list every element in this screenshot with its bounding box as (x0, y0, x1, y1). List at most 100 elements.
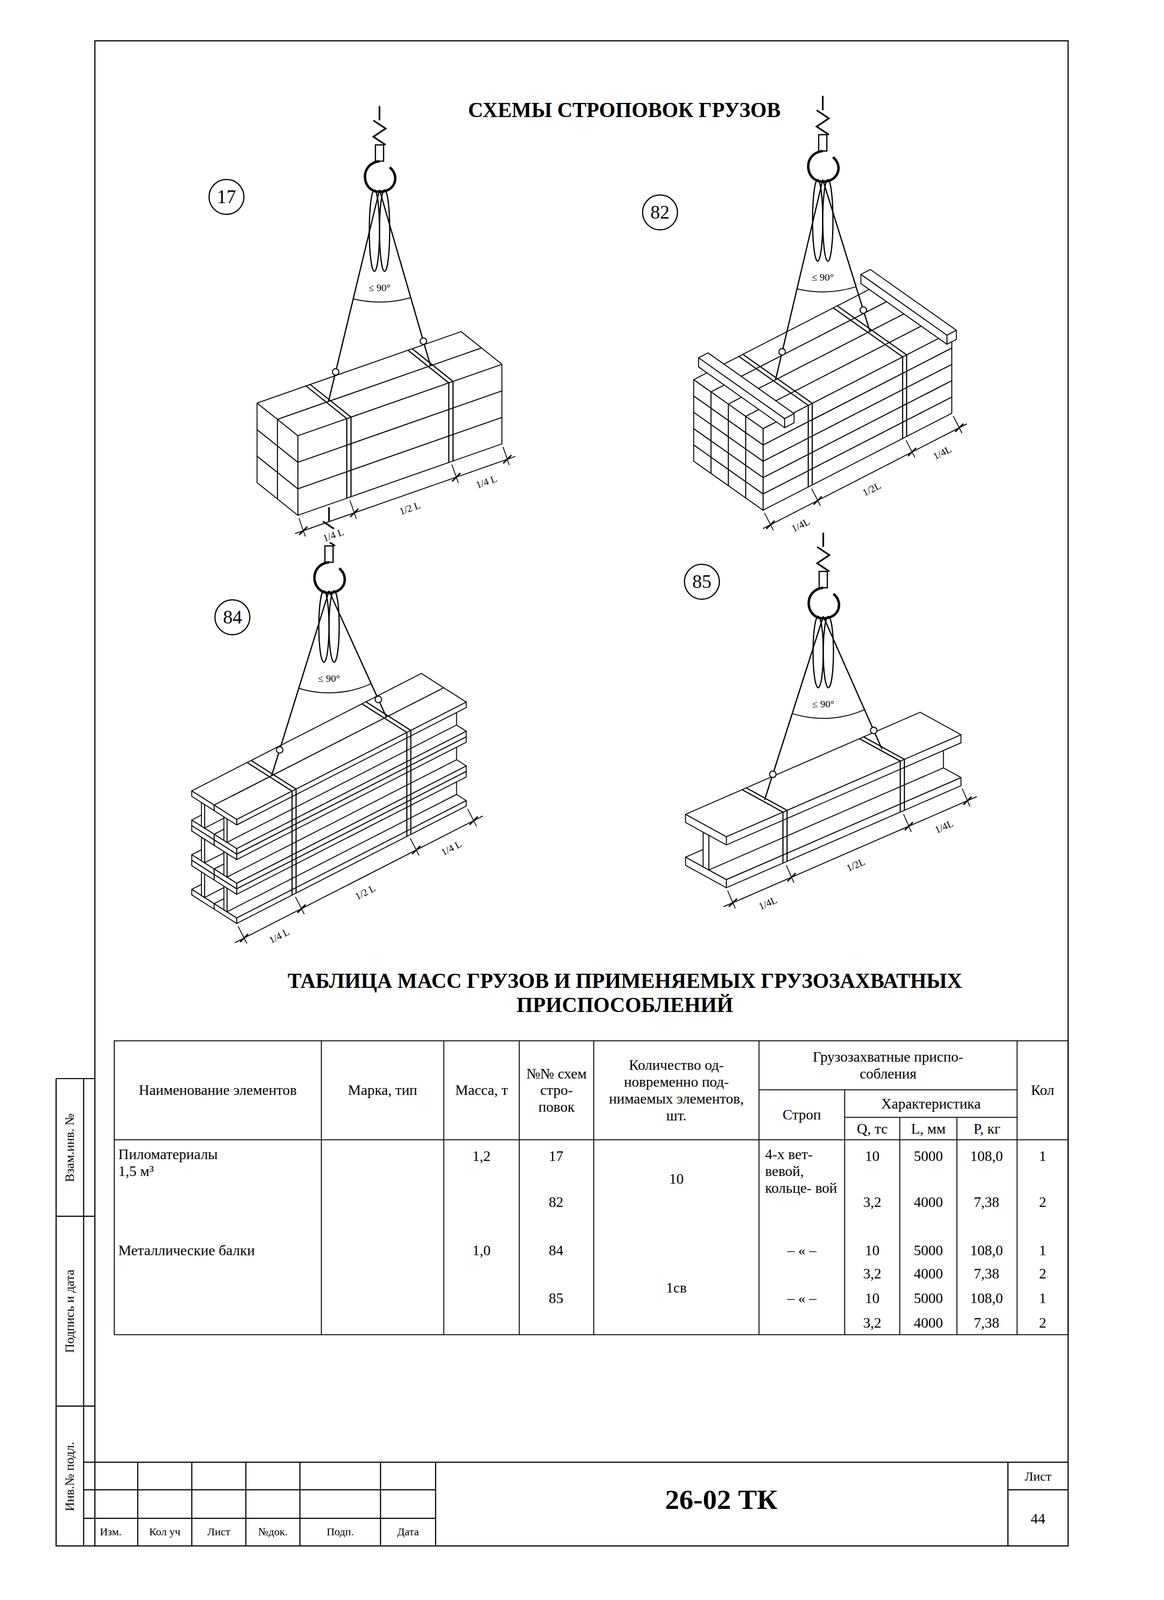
document-code: 26-02 ТК (665, 1483, 778, 1517)
sling-wrap (412, 348, 454, 461)
dimension-tick (239, 934, 249, 943)
sheet-number: 44 (1030, 1509, 1046, 1527)
stamp-label: Взам.инв. № (62, 1113, 77, 1183)
callout-circle: 85 (683, 563, 721, 601)
shackle (419, 337, 427, 345)
dimension-line (762, 423, 967, 529)
crane-hook (808, 151, 839, 182)
angle-label: ≤ 90° (367, 281, 392, 294)
sling-leg (328, 590, 387, 717)
dimension-label: 1/4L (929, 442, 955, 463)
shackle (778, 348, 786, 355)
dimension-line (234, 816, 483, 943)
sling-wrap (863, 736, 905, 811)
extension-line (786, 864, 794, 883)
dimension-tick (452, 473, 461, 482)
slinging-figure (257, 106, 516, 537)
dimension-tick (412, 845, 421, 854)
dimension-tick (787, 873, 796, 882)
extension-line (962, 788, 970, 807)
sling-loop (823, 616, 834, 688)
table-header-cell: Кол (1016, 1040, 1068, 1140)
table-cell: 7,38 (973, 1265, 1000, 1282)
spacer-bar (860, 269, 957, 336)
beam-web (201, 802, 205, 828)
dimension-label: 1/4L (931, 816, 957, 837)
table-cell: 3,2 (862, 1313, 882, 1331)
dimension-label: 1/4 L (473, 472, 500, 491)
shackle (332, 368, 339, 375)
table-cell: – « – (787, 1289, 817, 1307)
table-cell: 10 (668, 1169, 684, 1187)
title-block-label: Лист (1024, 1469, 1052, 1484)
table-cell: – « – (787, 1241, 817, 1259)
title-block-label: Дата (397, 1525, 419, 1539)
beam-web (224, 816, 228, 843)
table-cell: 85 (548, 1289, 564, 1307)
table-grid (114, 1040, 1069, 1335)
stamp-label: Инв.№ подл. (62, 1441, 77, 1512)
extension-line (811, 488, 821, 506)
angle-label: ≤ 90° (811, 698, 836, 710)
dimension-tick (297, 904, 306, 913)
table-header-cell: Масса, т (443, 1040, 520, 1140)
table-cell: 3,2 (862, 1193, 882, 1211)
angle-arc (353, 297, 411, 302)
dimension-label: 1/4 L (438, 837, 465, 859)
table-heading: ТАБЛИЦА МАСС ГРУЗОВ И ПРИМЕНЯЕМЫХ ГРУЗОЗ… (237, 964, 1012, 1023)
table-cell: 1 (1038, 1241, 1047, 1259)
page-title: СХЕМЫ СТРОПОВОК ГРУЗОВ (468, 98, 782, 123)
beam-flange (236, 701, 467, 825)
dimension-label: 1/4 L (265, 925, 293, 947)
crane-hook (375, 144, 384, 162)
callout-circle: 82 (641, 194, 679, 231)
lumber-board (277, 347, 502, 436)
table-cell: 1 (1038, 1289, 1047, 1307)
table-cell: 7,38 (973, 1193, 1000, 1211)
table-header-cell: Наименование элементов (114, 1040, 322, 1140)
table-header-cell: Грузозахватные приспо- собления (785, 1040, 991, 1090)
sling-wrap (859, 738, 901, 812)
sling-wrap (837, 306, 907, 437)
dimension-tick (728, 898, 737, 907)
table-cell: 2 (1038, 1265, 1047, 1282)
table-cell: 108,0 (970, 1241, 1003, 1259)
sling-loop (328, 590, 339, 663)
dimension-label: 1/2 L (396, 499, 424, 518)
table-cell: 4000 (913, 1313, 944, 1331)
table-cell: 10 (864, 1241, 880, 1259)
dimension-tick (350, 508, 359, 517)
dimension-tick (813, 496, 822, 505)
beam-flange (685, 712, 961, 837)
slinging-figure (191, 506, 483, 944)
angle-arc (298, 683, 372, 693)
dimension-label: 1/4L (788, 515, 813, 536)
table-cell: 7,38 (973, 1313, 1000, 1331)
beam-web (703, 832, 710, 870)
table-cell: 10 (864, 1289, 880, 1307)
dimension-label: 1/2L (859, 478, 884, 499)
extension-line (953, 415, 962, 434)
sling-wrap (408, 350, 450, 463)
extension-line (238, 926, 247, 944)
dimension-line (295, 456, 516, 534)
beam-web (201, 837, 205, 863)
sling-wrap (306, 385, 348, 498)
table-cell: 17 (548, 1147, 564, 1165)
title-block-label: Кол уч (149, 1525, 181, 1539)
title-block-label: №док. (258, 1525, 288, 1539)
sheet-frame-line (56, 1078, 95, 1546)
title-block-label: Лист (207, 1525, 230, 1539)
dimension-label: 1/4 L (320, 525, 347, 545)
table-header-cell: L, мм (899, 1117, 957, 1140)
sling-loop (379, 189, 390, 272)
table-cell: 10 (864, 1147, 880, 1165)
sling-loop (812, 616, 823, 688)
sling-loop (812, 179, 823, 261)
table-header-cell: P, кг (956, 1117, 1017, 1140)
table-grid-line (114, 1040, 1069, 1335)
table-header-cell: №№ схем стро- повок (519, 1040, 594, 1140)
table-cell: 2 (1038, 1313, 1047, 1331)
